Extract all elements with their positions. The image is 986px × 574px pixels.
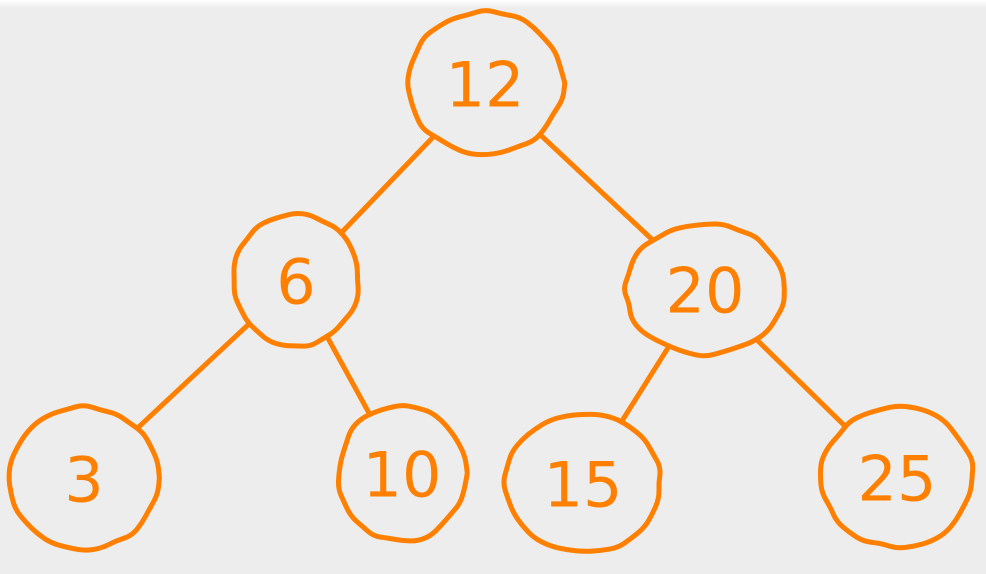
edge-n20-n25: [754, 337, 848, 429]
node-label-15: 15: [544, 449, 623, 522]
edge-n12-n6: [338, 134, 436, 236]
tree-node-12: 12: [405, 8, 568, 158]
node-label-10: 10: [363, 439, 442, 512]
tree-node-6: 6: [231, 210, 361, 349]
node-label-6: 6: [276, 246, 315, 319]
node-label-12: 12: [446, 49, 525, 122]
top-edge-strip: [0, 0, 986, 8]
node-label-25: 25: [858, 443, 937, 516]
node-circle-6: [231, 210, 361, 349]
edge-n6-n3: [135, 321, 252, 431]
tree-node-25: 25: [817, 403, 976, 551]
node-circle-25: [817, 403, 976, 551]
node-circle-20: [622, 221, 787, 359]
node-label-3: 3: [64, 444, 103, 517]
node-circle-15: [501, 411, 663, 554]
node-circle-12: [405, 8, 568, 158]
node-label-20: 20: [666, 255, 745, 328]
node-circle-3: [6, 403, 162, 553]
tree-node-15: 15: [501, 411, 663, 554]
edge-n20-n15: [618, 345, 671, 425]
edge-n12-n20: [537, 131, 655, 242]
tree-node-10: 10: [335, 403, 470, 544]
edge-n6-n10: [325, 335, 373, 417]
node-circle-10: [335, 403, 470, 544]
tree-node-20: 20: [622, 221, 787, 359]
tree-node-3: 3: [6, 403, 162, 553]
